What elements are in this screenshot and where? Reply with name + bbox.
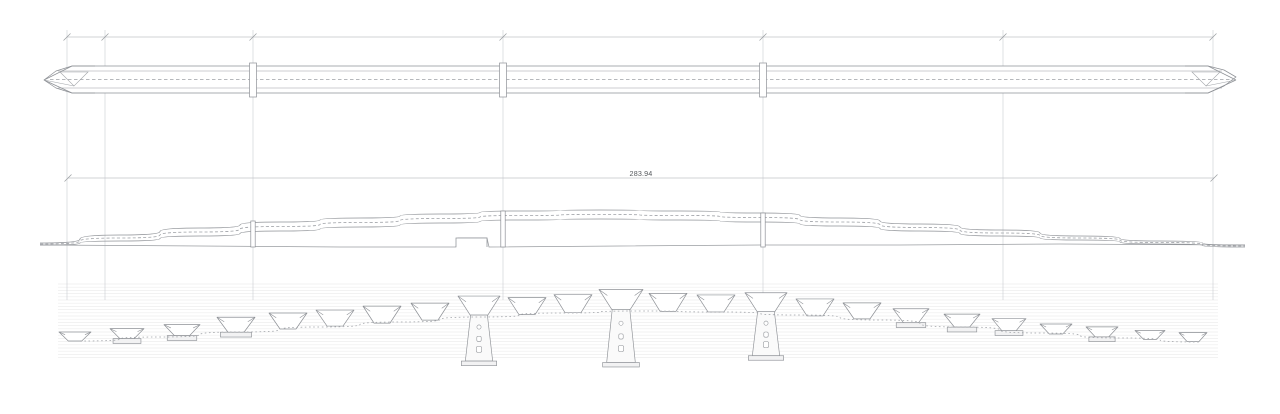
section-profile-line <box>79 310 1201 343</box>
plan-view <box>43 33 1237 98</box>
cross-section-9 <box>457 295 501 366</box>
cross-section-24 <box>1178 332 1208 342</box>
elevation-central-foundation <box>455 237 488 247</box>
cross-section-6 <box>315 309 355 327</box>
cross-section-12 <box>598 289 644 368</box>
cross-section-8 <box>410 302 450 321</box>
cross-section-15 <box>744 292 788 361</box>
cross-section-4 <box>216 316 256 338</box>
cross-section-23 <box>1134 330 1166 340</box>
cross-section-20 <box>991 318 1027 336</box>
cross-section-11 <box>553 294 593 314</box>
cross-section-21 <box>1039 323 1073 335</box>
cross-section-3 <box>163 324 201 341</box>
cross-section-13 <box>648 293 688 312</box>
cross-section-17 <box>842 302 882 320</box>
cross-section-22 <box>1085 326 1119 343</box>
cross-section-18 <box>892 308 930 328</box>
cross-section-16 <box>795 298 835 317</box>
cross-section-7 <box>362 305 402 324</box>
elevation-deck-bottom-edge <box>39 218 1246 248</box>
elevation-view: 283.94 <box>39 169 1246 248</box>
plan-pier-markers <box>249 62 767 98</box>
cross-section-2 <box>109 328 145 344</box>
elevation-deck-top-edge <box>39 209 1246 246</box>
plan-left-abutment-taper <box>43 65 95 94</box>
elevation-terrain-line <box>39 237 1246 248</box>
cross-section-10 <box>507 297 547 315</box>
cross-section-series <box>58 289 1208 368</box>
elevation-dimension-line <box>64 174 1218 182</box>
elevation-pier-shafts <box>250 210 766 248</box>
cross-section-19 <box>943 313 981 333</box>
cross-section-1 <box>58 331 92 342</box>
span-dimension-label: 283.94 <box>630 169 653 178</box>
cross-section-5 <box>268 312 308 330</box>
plan-right-abutment-taper <box>1185 65 1237 94</box>
elevation-deck-centerline <box>39 214 1246 247</box>
